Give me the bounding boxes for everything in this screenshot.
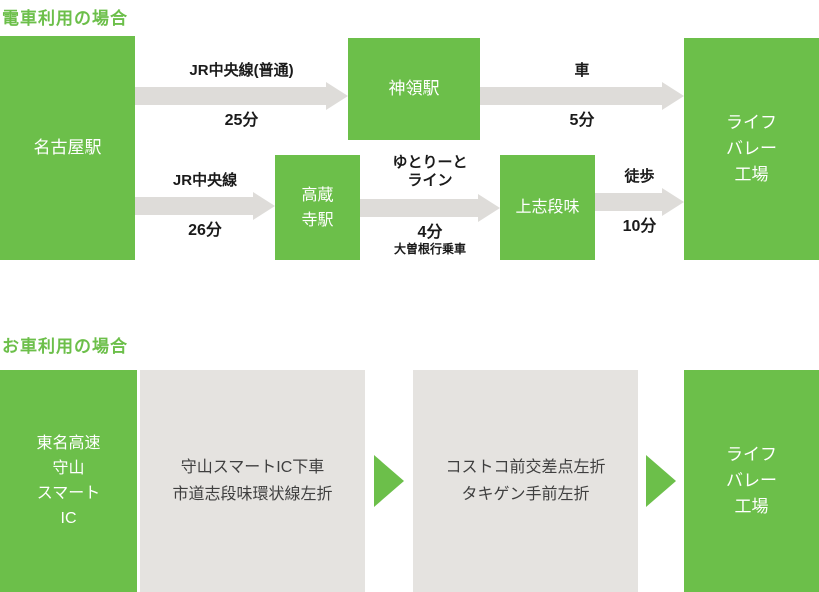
duration-25min-label: 25分 — [224, 112, 259, 129]
arrow-bar — [135, 197, 253, 215]
arrow-bar — [595, 193, 662, 211]
nagoya-station-label: 名古屋駅 — [33, 138, 102, 157]
factory-label-line-3: 工場 — [734, 497, 769, 516]
duration-4min-label: 4分 — [417, 224, 443, 241]
factory-label-line-2: バレー — [726, 471, 777, 490]
right-triangle-arrow-2 — [646, 455, 676, 507]
jinryo-station-label: 神領駅 — [388, 79, 440, 98]
arrow-nagoya-to-jinryo — [135, 82, 348, 110]
arrow-head — [253, 192, 275, 220]
factory-label-line-1: ライフ — [726, 445, 777, 464]
yutorito-line-label-line-1: ゆとりーと — [392, 154, 468, 171]
right-triangle-arrow-1 — [374, 455, 404, 507]
box-factory-car: ライフ バレー 工場 — [684, 370, 819, 592]
walk-mode-label: 徒歩 — [624, 168, 655, 185]
ozone-bound-note-label: 大曽根行乗車 — [393, 242, 466, 256]
box-nagoya-station: 名古屋駅 — [0, 36, 135, 260]
arrow-head — [326, 82, 348, 110]
arrow-head — [662, 188, 684, 216]
yutorito-line-label-line-2: ライン — [407, 172, 453, 189]
factory-label-line-2: バレー — [726, 139, 777, 158]
car-mode-label: 車 — [574, 62, 590, 79]
duration-5min-label: 5分 — [569, 112, 595, 129]
arrow-nagoya-to-kozoji — [135, 192, 275, 220]
factory-label-line-1: ライフ — [726, 113, 777, 132]
car-step-2-line-1: コストコ前交差点左折 — [445, 459, 606, 476]
kozoji-station-label-line-1: 高蔵 — [301, 186, 334, 204]
moriyama-ic-label-line-3: スマート — [36, 485, 101, 502]
car-step-2-line-2: タキゲン手前左折 — [461, 486, 590, 503]
arrow-bar — [135, 87, 326, 105]
jr-chuo-local-line-label: JR中央線(普通) — [189, 62, 294, 79]
box-moriyama-smart-ic: 東名高速 守山 スマート IC — [0, 370, 137, 592]
arrow-head — [662, 82, 684, 110]
arrow-bar — [360, 199, 478, 217]
box-car-step-1: 守山スマートIC下車 市道志段味環状線左折 — [140, 370, 365, 592]
moriyama-ic-label-line-4: IC — [60, 510, 77, 527]
car-step-1-line-1: 守山スマートIC下車 — [180, 459, 325, 476]
box-car-step-2: コストコ前交差点左折 タキゲン手前左折 — [413, 370, 638, 592]
arrow-jinryo-to-factory — [480, 82, 684, 110]
train-section-title: 電車利用の場合 — [2, 9, 128, 28]
duration-10min-label: 10分 — [622, 218, 657, 235]
moriyama-ic-label-line-2: 守山 — [52, 460, 85, 477]
moriyama-ic-label-line-1: 東名高速 — [36, 435, 101, 452]
arrow-kozoji-to-kamishidami — [360, 194, 500, 222]
kamishidami-station-label: 上志段味 — [515, 199, 580, 216]
arrow-head — [478, 194, 500, 222]
car-step-1-line-2: 市道志段味環状線左折 — [172, 486, 333, 503]
arrow-bar — [480, 87, 662, 105]
duration-26min-label: 26分 — [188, 222, 222, 239]
box-kozoji-station: 高蔵 寺駅 — [275, 155, 360, 260]
box-factory-train: ライフ バレー 工場 — [684, 38, 819, 260]
factory-label-line-3: 工場 — [734, 165, 769, 184]
arrow-kamishidami-to-factory — [595, 188, 684, 216]
car-section-title: お車利用の場合 — [2, 337, 128, 356]
kozoji-station-label-line-2: 寺駅 — [301, 211, 334, 229]
jr-chuo-line-label: JR中央線 — [172, 172, 238, 189]
box-jinryo-station: 神領駅 — [348, 38, 480, 140]
box-kamishidami-station: 上志段味 — [500, 155, 595, 260]
